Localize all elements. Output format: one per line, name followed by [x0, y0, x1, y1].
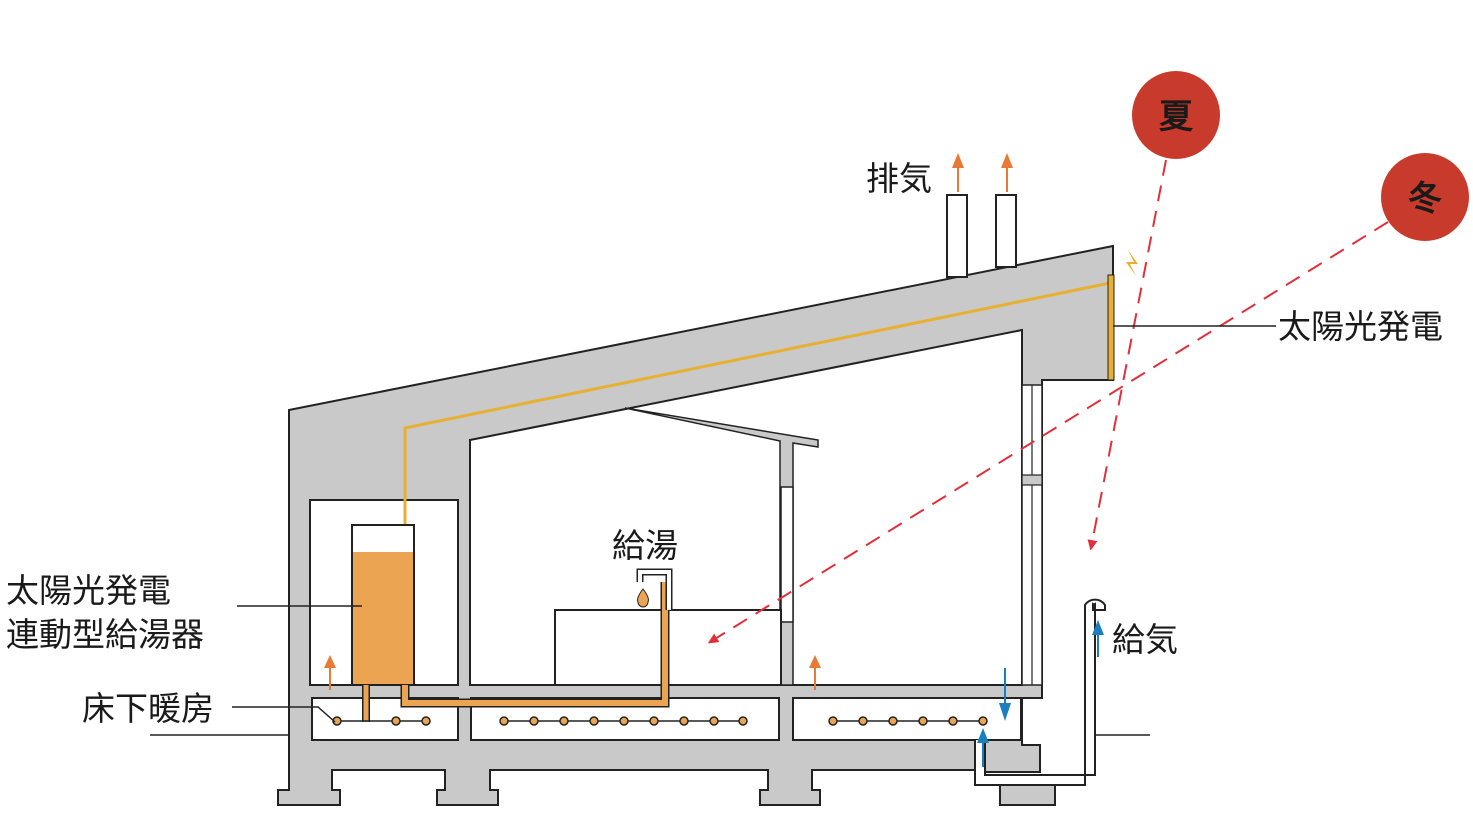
arrow-up-icon: [1092, 620, 1104, 635]
lightning-icon: [1126, 250, 1138, 276]
air-supply-label: 給気: [1112, 620, 1178, 659]
winter-sun: [1381, 153, 1469, 241]
building-structure: [277, 194, 1114, 806]
winter-sun-ray: [710, 221, 1389, 642]
arrow-up-icon: [952, 153, 964, 168]
water-drop-icon: [637, 588, 649, 608]
water-heater-label-line1: 太陽光発電: [6, 571, 171, 610]
water-heater-label-line2: 連動型給湯器: [6, 615, 204, 654]
warm-air-arrows: [324, 153, 1013, 690]
cool-air-arrows: [977, 620, 1104, 767]
air-supply-pipe: [974, 598, 1106, 786]
summer-label: 夏: [1159, 97, 1194, 137]
floor-heating-pipes: [332, 716, 988, 726]
faucet: [638, 570, 671, 610]
summer-sun-ray: [1091, 159, 1167, 548]
hot-water-pipe: [402, 582, 668, 706]
solar-panel: [1107, 274, 1115, 381]
arrow-up-icon: [324, 655, 336, 668]
summer-sun: [1132, 71, 1220, 159]
floor-heating-label: 床下暖房: [82, 689, 214, 728]
arrow-up-icon: [809, 655, 821, 668]
leader-line: [232, 706, 336, 723]
arrow-up-icon: [1001, 153, 1013, 168]
exhaust-chimney: [946, 194, 968, 278]
arrow-down-icon: [999, 703, 1011, 721]
solar-power-label: 太陽光発電: [1278, 307, 1443, 346]
hot-water-label: 給湯: [612, 526, 678, 565]
exhaust-label: 排気: [866, 159, 932, 198]
winter-label: 冬: [1408, 179, 1442, 219]
solar-wire: [403, 281, 1111, 525]
exhaust-chimney: [995, 194, 1017, 268]
arrow-up-icon: [977, 728, 989, 743]
